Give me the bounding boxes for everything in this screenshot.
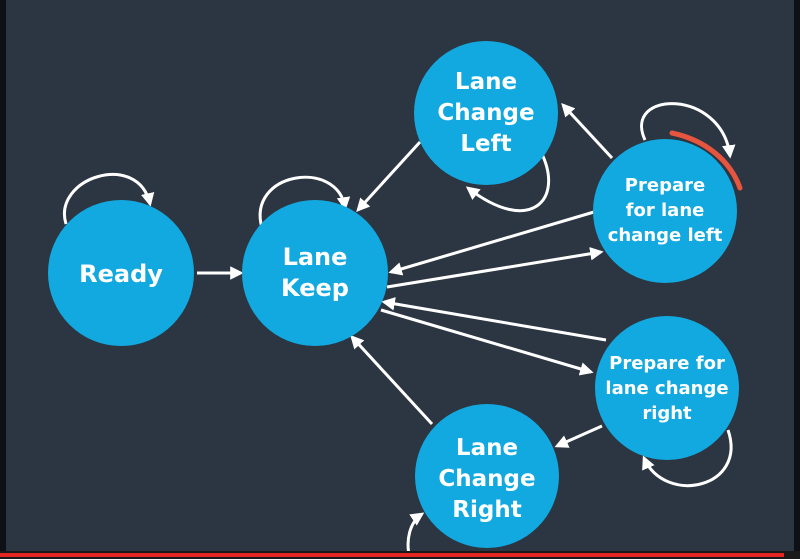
state-label: Prepare for [609, 353, 725, 374]
self-loop-lane-keep [258, 175, 351, 229]
state-label: Prepare [625, 175, 705, 196]
state-label: lane change [605, 378, 728, 399]
state-label: Left [460, 131, 511, 157]
self-loop-prepare-right [642, 429, 733, 488]
state-prepare-lane-change-right: Prepare for lane change right [595, 316, 739, 460]
edge-prepare-right-to-lane-change-right [554, 424, 603, 448]
state-ready: Ready [48, 200, 194, 346]
video-progress-bar[interactable] [0, 551, 800, 559]
state-label: for lane [626, 200, 705, 221]
state-lane-change-right: Lane Change Right [415, 404, 559, 548]
frame-border-right [794, 0, 800, 559]
state-lane-change-left: Lane Change Left [414, 41, 558, 185]
edge-prepare-right-to-lane-keep [381, 297, 607, 342]
self-loop-lane-change-left [465, 151, 551, 213]
edge-lane-change-left-to-lane-keep [356, 140, 422, 212]
state-label: Lane [283, 243, 348, 271]
state-label: Right [452, 497, 521, 523]
state-label: Ready [79, 260, 163, 288]
self-loop-prepare-left [640, 102, 736, 159]
frame-border-left [0, 0, 6, 559]
state-label: Lane [456, 435, 518, 461]
highlight-arc [669, 130, 743, 191]
edge-prepare-left-to-lane-change-left [561, 103, 614, 160]
state-label: Change [438, 466, 535, 492]
state-label: Lane [455, 69, 517, 95]
state-label: Keep [281, 274, 349, 302]
state-label: change left [608, 225, 723, 246]
video-progress-fill [0, 553, 784, 557]
edge-lane-change-right-to-lane-keep [350, 335, 434, 426]
edge-prepare-left-to-lane-keep [388, 210, 595, 276]
state-lane-keep: Lane Keep [242, 200, 388, 346]
state-label: Change [437, 100, 534, 126]
edge-lane-keep-to-prepare-right [380, 308, 594, 376]
edge-lane-keep-to-prepare-left [386, 247, 604, 289]
self-loop-ready [62, 173, 155, 225]
state-prepare-lane-change-left: Prepare for lane change left [593, 139, 737, 283]
state-label: right [642, 403, 692, 424]
